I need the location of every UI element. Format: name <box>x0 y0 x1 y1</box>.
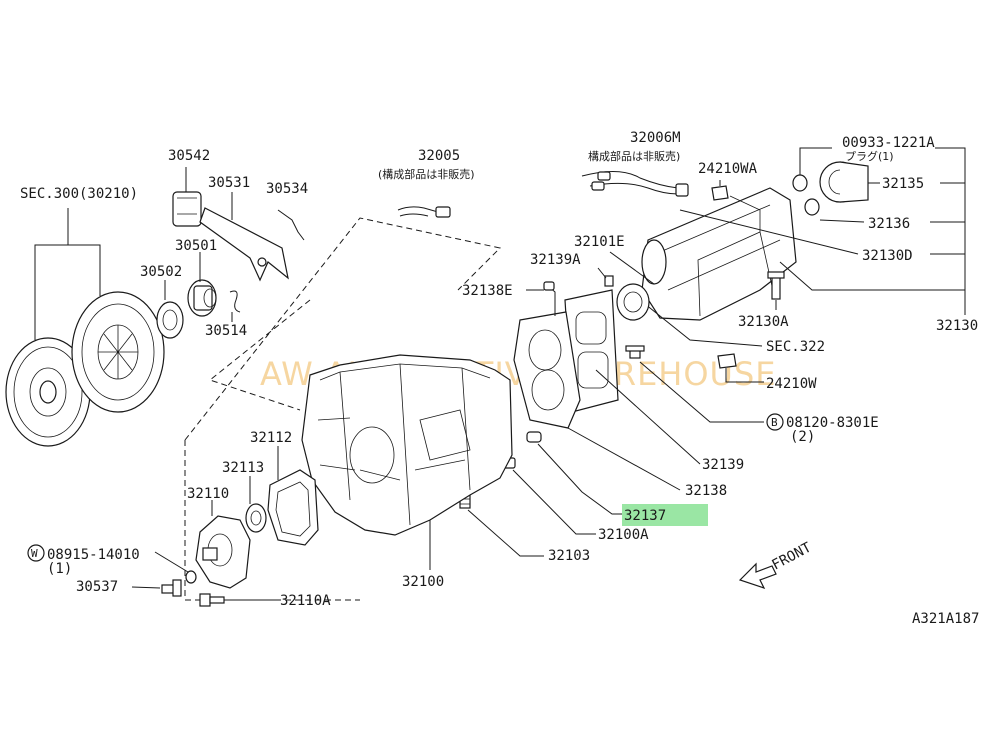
label-32130A: 32130A <box>738 314 789 330</box>
circle-W-letter: W <box>31 547 38 560</box>
label-sec322: SEC.322 <box>766 339 825 355</box>
label-24210W: 24210W <box>766 376 817 392</box>
plug-00933 <box>792 174 808 192</box>
front-arrow-icon <box>738 562 777 590</box>
label-00933: 00933-1221A <box>842 135 935 151</box>
label-08915: 08915-14010 <box>47 547 140 563</box>
bushing-32135 <box>819 161 869 203</box>
label-08915-qty: (1) <box>47 561 72 577</box>
label-32130: 32130 <box>936 318 978 334</box>
label-front: FRONT <box>769 539 814 573</box>
washer-08915 <box>185 570 197 584</box>
label-08120: 08120-8301E <box>786 415 879 431</box>
highlight-32137 <box>622 504 708 526</box>
label-30534: 30534 <box>266 181 308 197</box>
note-32006M: 構成部品は非販売) <box>588 149 680 163</box>
label-32130D: 32130D <box>862 248 913 264</box>
seal-32113 <box>245 503 267 533</box>
sec300-leader <box>34 208 101 340</box>
label-32137: 32137 <box>624 508 666 524</box>
front-cover-32110 <box>195 515 251 589</box>
gasket-32112 <box>267 469 319 546</box>
plug-32137 <box>526 431 542 443</box>
release-bearing-30501 <box>187 279 217 317</box>
note-00933: プラグ(1) <box>845 149 894 163</box>
label-32100A: 32100A <box>598 527 649 543</box>
clutch-cover <box>71 291 165 413</box>
label-32103: 32103 <box>548 548 590 564</box>
circle-B-icon <box>766 413 784 431</box>
label-32139: 32139 <box>702 457 744 473</box>
transmission-case-32100 <box>301 354 513 536</box>
label-30514: 30514 <box>205 323 247 339</box>
part-30542 <box>172 191 202 227</box>
leader-32138 <box>567 427 681 491</box>
extension-housing-32130 <box>641 187 797 321</box>
bracket-32130 <box>930 147 966 315</box>
spring-30534 <box>277 209 305 241</box>
label-ref: A321A187 <box>912 611 979 627</box>
leader-32130 <box>779 261 965 291</box>
clip-24210WA <box>711 185 729 201</box>
bolt-32110A <box>199 593 225 607</box>
bolt-32130A <box>767 271 785 300</box>
circle-W-icon <box>27 544 45 562</box>
label-32136: 32136 <box>868 216 910 232</box>
label-24210WA: 24210WA <box>698 161 758 177</box>
label-32101E: 32101E <box>574 234 625 250</box>
clip-24210W <box>717 353 737 369</box>
clip-30514 <box>229 290 241 313</box>
label-30537: 30537 <box>76 579 118 595</box>
label-08120-qty: (2) <box>790 429 815 445</box>
label-32138E: 32138E <box>462 283 513 299</box>
seal-32101E <box>616 283 650 321</box>
release-fork-30531 <box>199 207 289 282</box>
circle-B-letter: B <box>771 416 778 429</box>
label-30531: 30531 <box>208 175 250 191</box>
label-32110: 32110 <box>187 486 229 502</box>
bolt-08120 <box>625 345 645 359</box>
leader-32130D <box>679 209 859 255</box>
bolt-30537 <box>161 579 182 597</box>
label-30542: 30542 <box>168 148 210 164</box>
label-32100: 32100 <box>402 574 444 590</box>
tube-32138E <box>543 281 556 316</box>
label-32112: 32112 <box>250 430 292 446</box>
seal-32136 <box>804 198 820 216</box>
label-32006M: 32006M <box>630 130 681 146</box>
leader-32139 <box>595 369 701 465</box>
label-32135: 32135 <box>882 176 924 192</box>
assembly-dashed-outline <box>184 217 502 601</box>
label-32139A: 32139A <box>530 252 581 268</box>
harness-32006M <box>581 171 689 197</box>
label-32113: 32113 <box>222 460 264 476</box>
switch-32005 <box>397 206 451 218</box>
label-32110A: 32110A <box>280 593 331 609</box>
label-sec300: SEC.300(30210) <box>20 186 138 202</box>
leader-sec322 <box>639 299 763 347</box>
note-32005: (構成部品は非販売) <box>378 167 475 181</box>
bearing-30502 <box>156 301 184 339</box>
label-30502: 30502 <box>140 264 182 280</box>
label-32138: 32138 <box>685 483 727 499</box>
clutch-disc <box>5 337 91 447</box>
pin-32139A <box>604 275 614 287</box>
label-30501: 30501 <box>175 238 217 254</box>
label-32005: 32005 <box>418 148 460 164</box>
